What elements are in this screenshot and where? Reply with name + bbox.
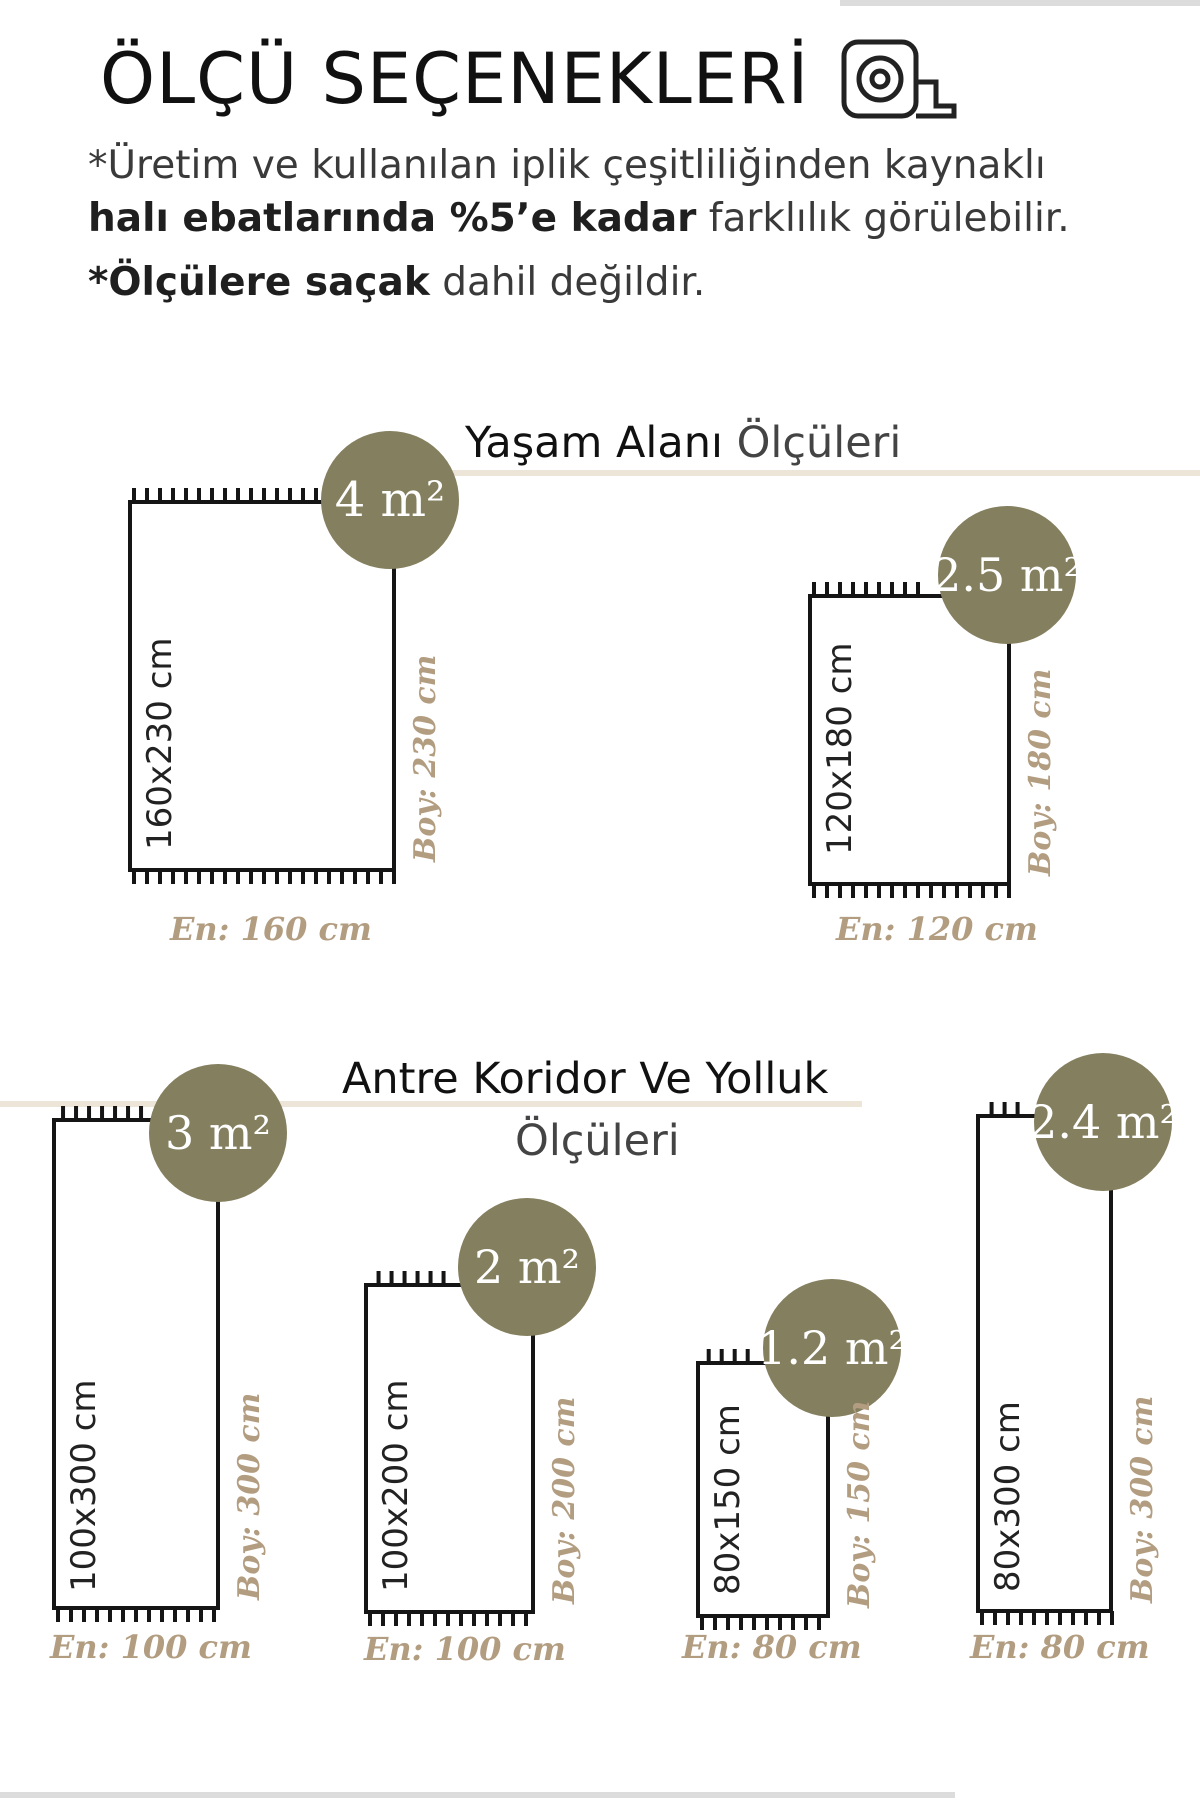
rug-size-label: 80x300 cm — [988, 1401, 1028, 1592]
rug-size-label: 100x200 cm — [376, 1379, 416, 1592]
rug-top-fringe — [132, 488, 318, 502]
area-badge: 2 m² — [458, 1198, 596, 1336]
area-badge: 2.4 m² — [1028, 1053, 1178, 1191]
living-section-title: Yaşam Alanı Ölçüleri — [465, 418, 901, 468]
rug-length-label: Boy: 200 cm — [547, 1396, 582, 1604]
living-title-light: Ölçüleri — [722, 418, 902, 468]
rug-rectangle — [808, 594, 1011, 886]
note-line-3-rest: dahil değildir. — [429, 260, 706, 305]
note-line-3-bold: *Ölçülere saçak — [88, 260, 430, 305]
note-line-2-bold: halı ebatlarında %5’e kadar — [88, 196, 697, 241]
bottom-decor-bar — [0, 1792, 955, 1798]
rug-width-label: En: 100 cm — [50, 1628, 252, 1666]
area-badge: 2.5 m² — [932, 506, 1082, 644]
rug-bottom-fringe — [132, 870, 396, 884]
rug-size-label: 80x150 cm — [708, 1404, 748, 1595]
rug-bottom-fringe — [56, 1608, 216, 1622]
rug-size-label: 120x180 cm — [820, 642, 860, 855]
rug-width-label: En: 80 cm — [682, 1628, 862, 1666]
area-badge: 1.2 m² — [757, 1279, 907, 1417]
living-title-bold: Yaşam Alanı — [465, 418, 723, 468]
corridor-section-title: Antre Koridor Ve Yolluk — [342, 1054, 829, 1104]
area-badge: 4 m² — [321, 431, 459, 569]
corridor-section-rule — [0, 1101, 862, 1107]
rug-bottom-fringe — [700, 1616, 821, 1630]
rug-length-label: Boy: 150 cm — [842, 1400, 877, 1608]
note-line-2-rest: farklılık görülebilir. — [696, 196, 1070, 241]
corridor-section-subtitle: Ölçüleri — [515, 1116, 680, 1166]
rug-top-fringe — [812, 582, 920, 596]
note-line-2: halı ebatlarında %5’e kadar farklılık gö… — [88, 196, 1070, 241]
rug-length-label: Boy: 180 cm — [1023, 668, 1058, 876]
rug-size-label: 100x300 cm — [64, 1379, 104, 1592]
rug-width-label: En: 100 cm — [364, 1630, 566, 1668]
rug-bottom-fringe — [812, 884, 1011, 898]
rug-width-label: En: 80 cm — [970, 1628, 1150, 1666]
rug-rectangle — [128, 500, 396, 872]
rug-length-label: Boy: 300 cm — [232, 1392, 267, 1600]
rug-bottom-fringe — [980, 1611, 1114, 1625]
rug-rectangle — [976, 1114, 1113, 1613]
rug-bottom-fringe — [368, 1612, 528, 1626]
area-badge: 3 m² — [149, 1064, 287, 1202]
living-section-rule — [440, 470, 1200, 476]
tape-measure-icon — [841, 39, 957, 119]
rug-length-label: Boy: 230 cm — [408, 654, 443, 862]
rug-width-label: En: 120 cm — [836, 910, 1038, 948]
rug-top-fringe — [989, 1102, 1020, 1116]
rug-length-label: Boy: 300 cm — [1125, 1395, 1160, 1603]
note-line-1: *Üretim ve kullanılan iplik çeşitliliğin… — [88, 143, 1046, 188]
rug-rectangle — [52, 1118, 220, 1610]
rug-top-fringe — [706, 1349, 750, 1363]
rug-rectangle — [364, 1283, 535, 1614]
page-title: ÖLÇÜ SEÇENEKLERİ — [100, 38, 810, 120]
rug-top-fringe — [61, 1106, 144, 1120]
rug-top-fringe — [376, 1271, 446, 1285]
note-line-3: *Ölçülere saçak dahil değildir. — [88, 260, 705, 305]
rug-width-label: En: 160 cm — [170, 910, 372, 948]
rug-size-label: 160x230 cm — [140, 637, 180, 850]
top-decor-bar — [840, 0, 1200, 6]
